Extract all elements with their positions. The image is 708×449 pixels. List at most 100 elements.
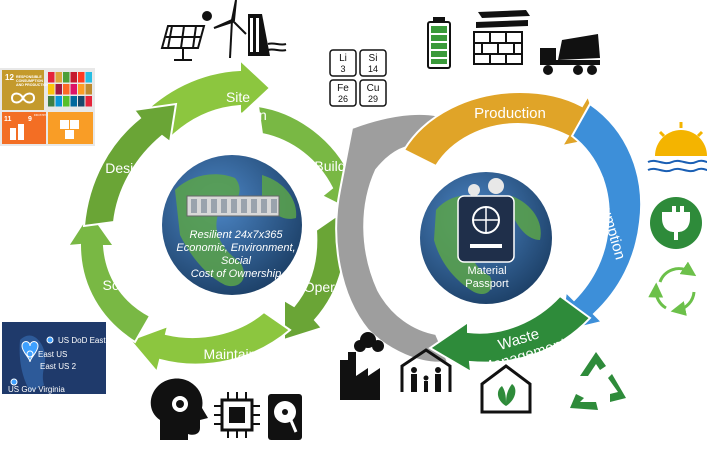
- element-number: 26: [338, 94, 348, 104]
- sdg-number: 12: [5, 73, 14, 82]
- material-passport-icon: [457, 178, 515, 263]
- center-line-3: Social: [221, 255, 252, 267]
- element-symbol: Si: [369, 53, 378, 64]
- label-build: Build: [314, 158, 345, 174]
- sdg-goal-swatch: [55, 84, 62, 95]
- rack-unit: [231, 199, 237, 213]
- sdg-goal-swatch: [70, 72, 77, 83]
- element-tile-li: [329, 49, 357, 77]
- sdg-goal-swatch: [70, 96, 77, 107]
- recycle-icon: [570, 352, 626, 410]
- rack-unit: [221, 199, 227, 213]
- map-label-gov: US Gov Virginia: [8, 385, 65, 394]
- element-number: 3: [340, 64, 345, 74]
- element-number: 29: [368, 94, 378, 104]
- label-operate: Operate: [304, 279, 355, 295]
- sdg-goal-swatch: [55, 72, 62, 83]
- sdg-color-grid: [48, 72, 92, 107]
- map-label-eastus2: East US 2: [40, 362, 77, 371]
- region-pin-gov: [10, 378, 18, 386]
- sdg-goal-swatch: [63, 72, 70, 83]
- hard-drive-icon: [268, 394, 302, 440]
- sdg-goal-swatch: [78, 72, 85, 83]
- sdg-goal-swatch: [85, 96, 92, 107]
- center-line-4: Cost of Ownership: [191, 268, 281, 280]
- label-design: Design: [105, 160, 149, 176]
- factory-icon: [340, 332, 384, 400]
- resources-label: Resources: [378, 187, 405, 256]
- rack-unit: [201, 199, 207, 213]
- sdg-goal-swatch: [78, 96, 85, 107]
- sdg-goal-swatch: [48, 84, 55, 95]
- steel-beam-icon: [476, 10, 530, 28]
- sdg-panel: 12 RESPONSIBLE CONSUMPTION AND PRODUCTIO…: [0, 68, 95, 146]
- datacenter-rack-icon: [186, 195, 280, 217]
- region-pin-dod: [46, 336, 54, 344]
- infinity-icon: [10, 92, 36, 104]
- city-icon: [10, 124, 24, 140]
- rack-unit: [241, 199, 247, 213]
- lifecycle-center-text: Resilient 24x7x365 Economic, Environment…: [176, 229, 295, 280]
- wind-turbine-icon: [213, 0, 247, 59]
- azure-region-map: US DoD East East US East US 2 US Gov Vir…: [2, 322, 106, 394]
- brick-wall-icon: [473, 31, 523, 65]
- sdg-goal-swatch: [63, 96, 70, 107]
- segment-production: [402, 90, 604, 168]
- circular-wheel: Material Passport Production Consumption…: [402, 90, 643, 377]
- sdg-goal-swatch: [63, 84, 70, 95]
- sdg-title-2: CONSUMPTION: [16, 79, 43, 83]
- element-tile-fe: [329, 79, 357, 107]
- sdg-goal-swatch: [85, 84, 92, 95]
- map-label-dod: US DoD East: [58, 336, 106, 345]
- hydro-dam-icon: [248, 14, 287, 56]
- sdg-title-3: AND PRODUCTION: [16, 83, 49, 87]
- recycle-arrows-icon: [648, 261, 697, 316]
- element-number: 14: [368, 64, 378, 74]
- sdg-9-number: 9: [28, 116, 32, 123]
- cpu-chip-icon: [214, 392, 260, 438]
- element-symbol: Li: [339, 53, 347, 64]
- element-symbol: Cu: [367, 83, 380, 94]
- element-symbol: Fe: [337, 83, 349, 94]
- sdg-goal-swatch: [85, 72, 92, 83]
- sdg-goal-swatch: [48, 72, 55, 83]
- label-scale: Scale: [102, 277, 137, 293]
- map-label-eastus: East US: [38, 350, 67, 359]
- element-tile-si: [359, 49, 387, 77]
- sdg-11-number: 11: [4, 116, 12, 123]
- rack-unit: [211, 199, 217, 213]
- segment-waste: [428, 294, 592, 374]
- family-home-icon: [400, 348, 452, 392]
- segment-scale: [66, 210, 152, 344]
- rack-unit: [191, 199, 197, 213]
- sdg-goal-swatch: [78, 84, 85, 95]
- sdg-goal-swatch: [55, 96, 62, 107]
- power-plug-icon: [650, 197, 702, 249]
- sunset-icon: [647, 122, 708, 173]
- globe-landmass-east: [512, 196, 541, 240]
- sdg-goal-swatch: [70, 84, 77, 95]
- building-blocks-icon: [60, 120, 79, 139]
- greenhouse-icon: [480, 364, 532, 414]
- label-maintain: Maintain: [204, 346, 257, 362]
- cement-truck-icon: [540, 34, 600, 75]
- region-pin-eastus: [26, 350, 34, 358]
- center-line-2: Economic, Environment,: [176, 242, 295, 254]
- segment-design: [82, 102, 178, 228]
- lifecycle-wheel: Resilient 24x7x365 Economic, Environment…: [66, 57, 364, 375]
- battery-icon: [427, 17, 451, 69]
- passport-line-2: Passport: [465, 278, 508, 290]
- solar-panel-icon: [160, 11, 212, 61]
- sdg-goal-swatch: [48, 96, 55, 107]
- segment-maintain: [128, 310, 292, 375]
- rack-unit: [251, 199, 257, 213]
- center-line-1: Resilient 24x7x365: [190, 229, 284, 241]
- element-tile-cu: [359, 79, 387, 107]
- rack-unit: [271, 199, 277, 213]
- rack-unit: [261, 199, 267, 213]
- label-production: Production: [474, 105, 546, 122]
